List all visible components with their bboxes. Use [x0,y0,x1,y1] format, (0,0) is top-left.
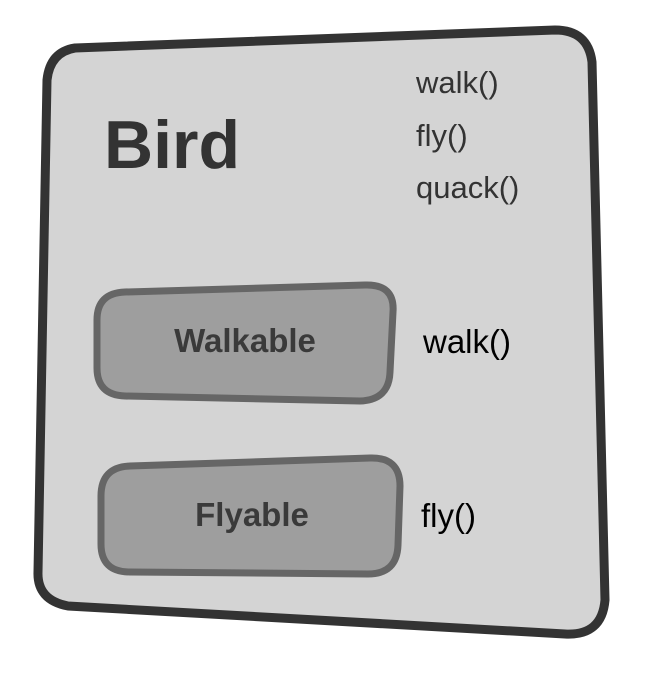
flyable-interface-label: Flyable [195,496,309,533]
walkable-interface-label: Walkable [174,322,316,359]
bird-class-title: Bird [104,107,240,183]
flyable-interface-box [97,454,404,578]
walkable-method-label: walk() [422,323,511,360]
walkable-interface-box [93,281,397,405]
bird-method-walk: walk() [415,65,499,100]
bird-method-quack: quack() [416,170,519,205]
flyable-method-label: fly() [421,497,476,534]
bird-method-fly: fly() [416,118,468,153]
